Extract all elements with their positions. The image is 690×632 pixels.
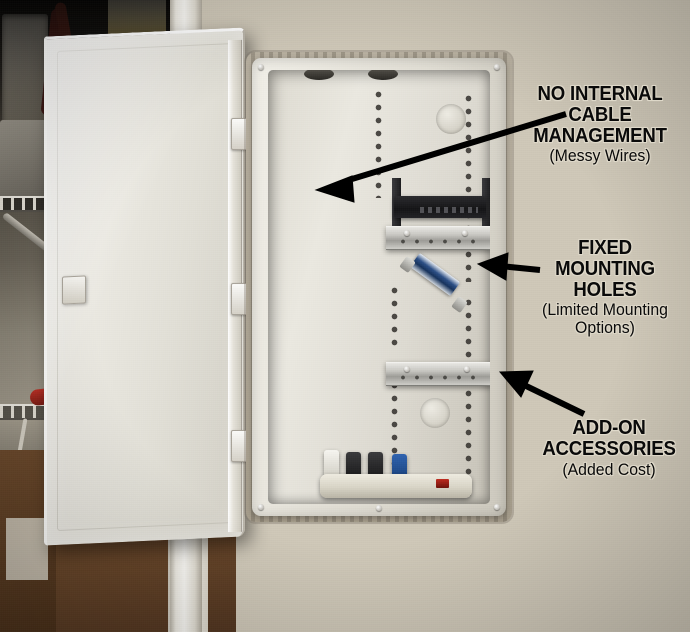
power-plug-white: [324, 450, 339, 480]
annotation-2-line-1: FIXED: [578, 237, 632, 259]
switch-bracket-right: [482, 178, 490, 226]
power-strip-switch[interactable]: [436, 479, 449, 488]
enclosure-cavity: [268, 70, 490, 504]
shelf-screw: [464, 366, 470, 372]
annotation-1-line-1: NO INTERNAL: [537, 83, 663, 105]
power-strip[interactable]: [320, 474, 472, 498]
annotation-3-line-2: ACCESSORIES: [542, 437, 676, 460]
knockout-disc-upper: [436, 104, 466, 134]
metal-shelf-upper: [386, 226, 490, 250]
annotation-2-subtext-line-1: (Limited Mounting: [542, 301, 668, 320]
mounting-rail-right-upper: [464, 92, 473, 282]
mounting-rail-center-mid: [390, 284, 399, 348]
annotation-3-subtext: (Added Cost): [562, 460, 656, 479]
frame-screw: [494, 64, 500, 70]
shelf-screw: [462, 230, 468, 236]
annotation-add-on-accessories: ADD-ON ACCESSORIES (Added Cost): [530, 418, 688, 479]
annotation-fixed-mounting-holes: FIXED MOUNTING HOLES (Limited Mounting O…: [524, 238, 686, 337]
switch-port-row: [420, 207, 478, 213]
shelf-screw: [404, 230, 410, 236]
cable-grommet-right: [368, 70, 398, 80]
mounting-rail-right-lower: [464, 296, 473, 496]
annotation-3-line-1: ADD-ON: [572, 417, 646, 439]
frame-screw: [494, 504, 500, 510]
annotation-2-line-3: HOLES: [573, 278, 637, 301]
mounting-rail-center-lower: [390, 366, 399, 476]
knockout-disc-lower: [420, 398, 450, 428]
cable-grommet-left: [304, 70, 334, 80]
annotation-2-line-2: MOUNTING: [555, 257, 655, 280]
shelf-screw: [404, 366, 410, 372]
mounting-rail-center-upper: [374, 88, 383, 198]
shelf-hole-row: [396, 239, 484, 244]
network-switch: [394, 196, 486, 218]
metal-shelf-lower: [386, 362, 490, 386]
splitter-connector-a: [399, 256, 416, 273]
annotation-2-subtext-line-2: Options): [575, 318, 635, 337]
door-latch[interactable]: [62, 275, 86, 305]
frame-screw: [258, 504, 264, 510]
annotation-no-internal-cable-management: NO INTERNAL CABLE MANAGEMENT (Messy Wire…: [512, 84, 688, 166]
annotation-1-line-2: CABLE: [568, 103, 632, 126]
annotation-1-subtext: (Messy Wires): [549, 147, 651, 166]
frame-screw: [258, 64, 264, 70]
box-label: [6, 518, 48, 580]
shelf-hole-row: [396, 375, 484, 380]
frame-screw: [376, 505, 382, 511]
coax-splitter: [409, 252, 461, 297]
annotation-1-line-3: MANAGEMENT: [533, 124, 667, 147]
